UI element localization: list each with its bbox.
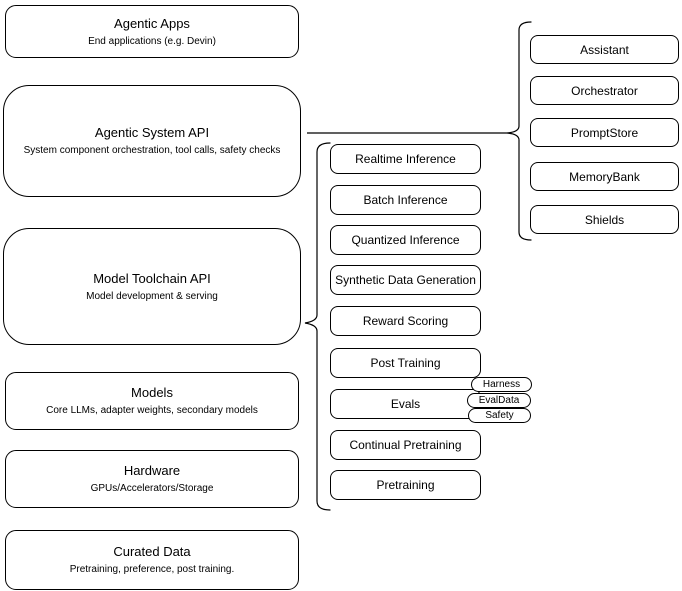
toolchain-group-brace <box>304 142 331 511</box>
node-curated-data: Curated Data Pretraining, preference, po… <box>5 530 299 590</box>
node-pretraining: Pretraining <box>330 470 481 500</box>
node-agentic-apps-subtitle: End applications (e.g. Devin) <box>88 35 216 47</box>
node-agentic-apps-title: Agentic Apps <box>114 15 190 31</box>
node-shields: Shields <box>530 205 679 234</box>
node-batch-inference: Batch Inference <box>330 185 481 215</box>
node-model-toolchain-api-title: Model Toolchain API <box>93 270 211 286</box>
pill-harness: Harness <box>471 377 532 392</box>
node-curated-data-title: Curated Data <box>113 544 191 559</box>
node-model-toolchain-api: Model Toolchain API Model development & … <box>3 228 301 345</box>
node-post-training: Post Training <box>330 348 481 378</box>
node-continual-pretraining: Continual Pretraining <box>330 430 481 460</box>
node-memorybank: MemoryBank <box>530 162 679 191</box>
node-reward-scoring: Reward Scoring <box>330 306 481 336</box>
node-model-toolchain-api-subtitle: Model development & serving <box>86 290 218 302</box>
node-orchestrator: Orchestrator <box>530 76 679 105</box>
node-hardware-subtitle: GPUs/Accelerators/Storage <box>90 483 214 494</box>
node-models-subtitle: Core LLMs, adapter weights, secondary mo… <box>46 405 258 416</box>
node-models: Models Core LLMs, adapter weights, secon… <box>5 372 299 430</box>
node-hardware-title: Hardware <box>123 463 181 478</box>
node-quantized-inference: Quantized Inference <box>330 225 481 255</box>
node-models-title: Models <box>131 385 173 400</box>
node-assistant: Assistant <box>530 35 679 64</box>
node-synthetic-data-generation: Synthetic Data Generation <box>330 265 481 295</box>
pill-safety: Safety <box>468 408 531 423</box>
system-group-brace <box>506 21 532 241</box>
node-realtime-inference: Realtime Inference <box>330 144 481 174</box>
node-promptstore: PromptStore <box>530 118 679 147</box>
node-agentic-system-api: Agentic System API System component orch… <box>3 85 301 197</box>
node-evals: Evals <box>330 389 481 419</box>
node-hardware: Hardware GPUs/Accelerators/Storage <box>5 450 299 508</box>
node-agentic-system-api-title: Agentic System API <box>94 125 210 140</box>
node-curated-data-subtitle: Pretraining, preference, post training. <box>69 564 235 575</box>
pill-evaldata: EvalData <box>467 393 531 408</box>
node-agentic-system-api-subtitle: System component orchestration, tool cal… <box>23 145 281 156</box>
node-agentic-apps: Agentic Apps End applications (e.g. Devi… <box>5 5 299 58</box>
